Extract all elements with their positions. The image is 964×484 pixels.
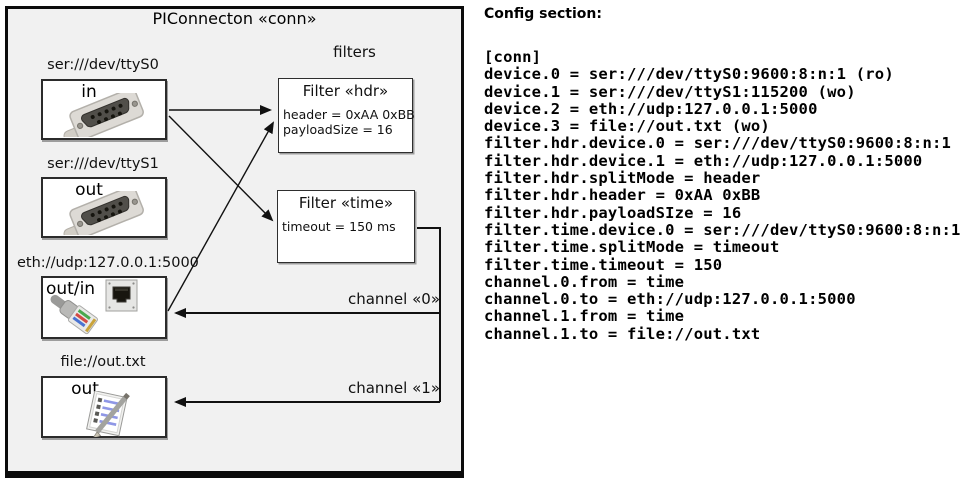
- config-line: device.3 = file://out.txt (wo): [484, 117, 770, 136]
- filters-panel: filters Filter «hdr» header = 0xAA 0xBB …: [256, 42, 453, 463]
- filter-attribute: timeout = 150 ms: [282, 219, 396, 234]
- config-line: channel.1.to = file://out.txt: [484, 324, 761, 343]
- config-line: channel.1.from = time: [484, 307, 685, 326]
- device-label-ttys0: ser:///dev/ttyS0: [47, 57, 159, 73]
- config-section: [conn] device.0 = ser:///dev/ttyS0:9600:…: [484, 48, 961, 343]
- config-line: filter.hdr.device.0 = ser:///dev/ttyS0:9…: [484, 134, 952, 153]
- config-line: channel.0.to = eth://udp:127.0.0.1:5000: [484, 290, 856, 309]
- device-box-ttys0: in: [41, 79, 167, 140]
- config-line: [conn]: [484, 48, 542, 66]
- config-line: device.0 = ser:///dev/ttyS0:9600:8:n:1 (…: [484, 65, 894, 84]
- filter-hdr-title: Filter «hdr»: [302, 82, 389, 100]
- config-line: channel.0.from = time: [484, 272, 685, 291]
- serial-connector-icon: [63, 93, 144, 137]
- filter-time-title: Filter «time»: [298, 194, 394, 212]
- serial-connector-icon: [63, 191, 144, 235]
- config-section-heading: Config section:: [484, 6, 602, 22]
- device-direction: out/in: [46, 279, 96, 299]
- filter-attribute: payloadSize = 16: [283, 121, 393, 137]
- config-line: device.2 = eth://udp:127.0.0.1:5000: [484, 99, 818, 118]
- device-direction: out: [71, 379, 99, 399]
- devices-panel: ser:///dev/ttyS0 in ser:///dev/ttyS1 out: [17, 42, 199, 463]
- ethernet-port-icon: [105, 279, 138, 312]
- filter-time-box: Filter «time» timeout = 150 ms: [277, 190, 415, 263]
- diagram-title: PIConnecton «conn»: [152, 9, 317, 28]
- device-label-ttys1: ser:///dev/ttyS1: [47, 156, 159, 172]
- device-direction: out: [75, 180, 103, 200]
- device-box-ttys1: out: [41, 177, 167, 238]
- filter-attribute: header = 0xAA 0xBB: [283, 107, 415, 122]
- config-line: filter.time.device.0 = ser:///dev/ttyS0:…: [484, 220, 961, 239]
- device-label-eth: eth://udp:127.0.0.1:5000: [17, 255, 199, 271]
- notepad-file-icon: [86, 391, 130, 437]
- config-line: filter.hdr.splitMode = header: [484, 169, 761, 188]
- config-line: filter.time.timeout = 150: [484, 255, 723, 274]
- config-line: filter.hdr.header = 0xAA 0xBB: [484, 186, 761, 205]
- ethernet-connector-icon: [50, 294, 98, 335]
- device-label-file: file://out.txt: [60, 354, 146, 370]
- config-line: filter.time.splitMode = timeout: [484, 238, 780, 257]
- device-box-file: out: [41, 376, 167, 438]
- config-line: filter.hdr.payloadSIze = 16: [484, 203, 742, 222]
- channel-1-label: channel «1»: [347, 379, 440, 397]
- device-direction: in: [81, 82, 97, 102]
- channel-0-label: channel «0»: [347, 290, 440, 308]
- device-box-eth: out/in: [41, 276, 167, 339]
- config-line: filter.hdr.device.1 = eth://udp:127.0.0.…: [484, 151, 923, 170]
- filter-hdr-box: Filter «hdr» header = 0xAA 0xBB payloadS…: [278, 78, 415, 153]
- config-line: device.1 = ser:///dev/ttyS1:115200 (wo): [484, 82, 856, 101]
- filters-panel-title: filters: [333, 43, 376, 61]
